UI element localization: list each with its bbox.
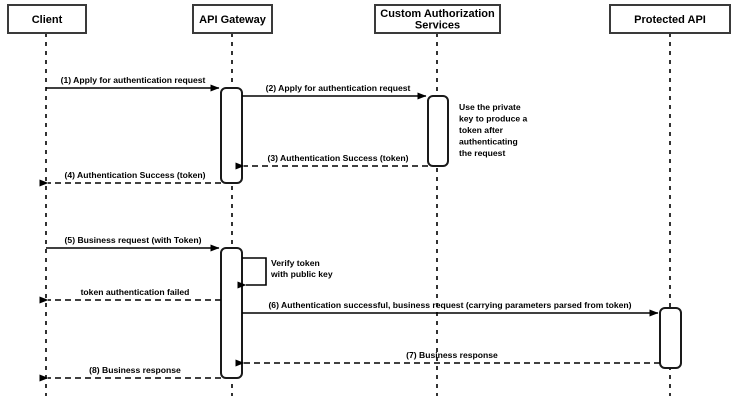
message-2-label: (2) Apply for authentication request — [266, 83, 411, 93]
message-6-label: (6) Authentication successful, business … — [268, 300, 631, 310]
message-7-label: (7) Business response — [406, 350, 498, 360]
self-message-verify-token-label-line1: Verify token — [271, 258, 320, 268]
participant-box-custom-authorization-services[interactable] — [374, 4, 501, 34]
message-token-authentication-failed[interactable]: token authentication failed — [39, 287, 221, 304]
message-3-label: (3) Authentication Success (token) — [267, 153, 408, 163]
note-private-key-line-4: authenticating — [459, 137, 518, 147]
participant-box-protected-api[interactable] — [609, 4, 731, 34]
participant-custom-authorization-services[interactable]: Custom Authorization Services — [374, 4, 501, 34]
note-private-key: Use the private key to produce a token a… — [459, 102, 528, 158]
message-5-label: (5) Business request (with Token) — [65, 235, 202, 245]
participant-api-gateway[interactable]: API Gateway — [192, 4, 273, 34]
message-4[interactable]: (4) Authentication Success (token) — [39, 170, 221, 187]
note-private-key-line-3: token after — [459, 125, 504, 135]
note-private-key-line-2: key to produce a — [459, 114, 528, 124]
self-message-verify-token[interactable]: Verify token with public key — [237, 257, 333, 289]
participant-label-custom-authorization-services-line2: Services — [415, 20, 460, 32]
participant-box-client[interactable] — [7, 4, 87, 34]
self-message-verify-token-arrow — [237, 257, 267, 289]
message-2[interactable]: (2) Apply for authentication request — [242, 83, 427, 100]
message-token-authentication-failed-label: token authentication failed — [81, 287, 190, 297]
participant-label-custom-authorization-services-line1: Custom Authorization — [380, 8, 495, 20]
lifelines-group — [45, 33, 671, 396]
participant-label-protected-api: Protected API — [634, 14, 706, 26]
message-8[interactable]: (8) Business response — [39, 365, 221, 382]
activation-api-gateway-business — [220, 247, 243, 379]
activation-custom-authorization-services — [427, 95, 449, 167]
participant-label-api-gateway: API Gateway — [199, 14, 267, 26]
activation-api-gateway-auth — [220, 87, 243, 184]
participant-protected-api[interactable]: Protected API — [609, 4, 731, 34]
note-private-key-line-5: the request — [459, 148, 505, 158]
self-message-verify-token-label-line2: with public key — [270, 269, 333, 279]
message-1-label: (1) Apply for authentication request — [61, 75, 206, 85]
message-7[interactable]: (7) Business response — [235, 350, 660, 367]
message-4-label: (4) Authentication Success (token) — [64, 170, 205, 180]
message-1[interactable]: (1) Apply for authentication request — [46, 75, 220, 92]
participant-client[interactable]: Client — [7, 4, 87, 34]
message-6[interactable]: (6) Authentication successful, business … — [242, 300, 659, 317]
message-8-label: (8) Business response — [89, 365, 181, 375]
participant-box-api-gateway[interactable] — [192, 4, 273, 34]
activation-protected-api — [659, 307, 682, 369]
message-5[interactable]: (5) Business request (with Token) — [46, 235, 220, 252]
note-private-key-line-1: Use the private — [459, 102, 521, 112]
participant-label-client: Client — [32, 14, 63, 26]
message-3[interactable]: (3) Authentication Success (token) — [235, 153, 428, 170]
